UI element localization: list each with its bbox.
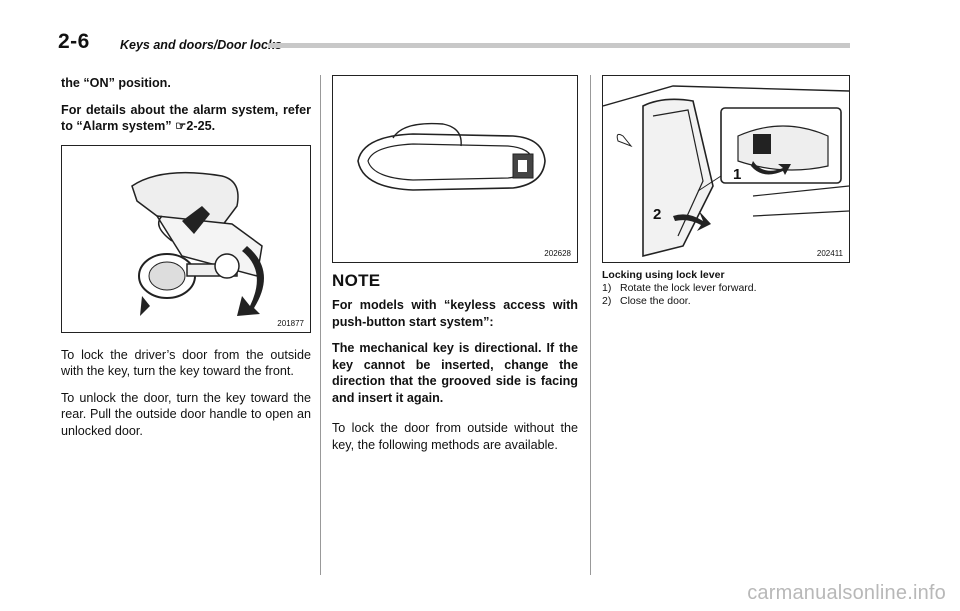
list-item-number: 2) bbox=[602, 295, 612, 307]
column-3: 1 2 202411 Locking using lock lever 1) R… bbox=[602, 75, 850, 308]
callout-2: 2 bbox=[653, 206, 662, 223]
callout-1: 1 bbox=[733, 166, 742, 183]
column-1: the “ON” position. For details about the… bbox=[61, 75, 311, 449]
column-divider bbox=[590, 75, 591, 575]
paragraph: To lock the driver’s door from the outsi… bbox=[61, 347, 311, 379]
note-heading: NOTE bbox=[332, 271, 381, 290]
lock-lever-figure: 1 2 202411 bbox=[602, 75, 850, 263]
column-divider bbox=[320, 75, 321, 575]
door-handle-keyhole-figure: 202628 bbox=[332, 75, 578, 263]
note-paragraph: The mechanical key is directional. If th… bbox=[332, 341, 578, 405]
paragraph: To lock the door from outside without th… bbox=[332, 421, 578, 452]
paragraph: the “ON” position. bbox=[61, 76, 171, 90]
car-door-lock-lever-illustration bbox=[603, 85, 849, 258]
door-handle-illustration bbox=[357, 122, 546, 191]
key-in-door-handle-illustration bbox=[131, 171, 264, 316]
watermark: carmanualsonline.info bbox=[747, 582, 946, 604]
list-item: 1) Rotate the lock lever forward. bbox=[602, 282, 850, 295]
figure-id: 202411 bbox=[816, 249, 843, 258]
list-item-text: Close the door. bbox=[620, 295, 691, 307]
paragraph: For details about the alarm system, refe… bbox=[61, 102, 311, 134]
list-item: 2) Close the door. bbox=[602, 295, 850, 308]
list-item-number: 1) bbox=[602, 282, 612, 294]
column-2: 202628 NOTE For models with “keyless acc… bbox=[332, 75, 578, 463]
figure-id: 201877 bbox=[277, 318, 304, 328]
key-in-door-handle-figure: 201877 bbox=[61, 144, 311, 333]
header-rule bbox=[268, 43, 850, 48]
page-header: 2-6 Keys and doors/Door locks bbox=[58, 30, 850, 56]
paragraph: To unlock the door, turn the key toward … bbox=[61, 390, 311, 438]
note-paragraph: For models with “keyless access with pus… bbox=[332, 298, 578, 329]
section-title: Keys and doors/Door locks bbox=[120, 38, 282, 52]
figure-id: 202628 bbox=[544, 249, 571, 258]
list-item-text: Rotate the lock lever forward. bbox=[620, 282, 757, 294]
figure-caption-title: Locking using lock lever bbox=[602, 269, 725, 281]
page-number: 2-6 bbox=[58, 30, 90, 53]
